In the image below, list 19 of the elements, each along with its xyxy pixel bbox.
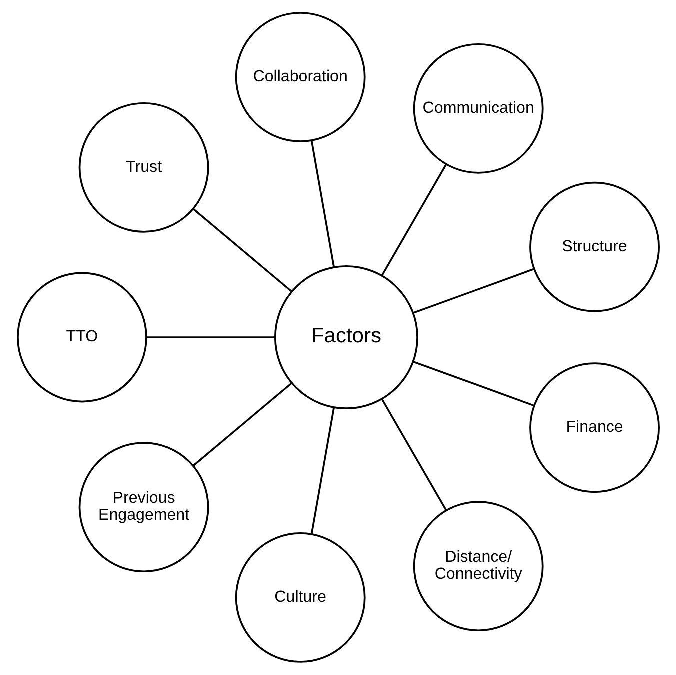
connector: [192, 208, 292, 292]
node-circle: Finance: [529, 362, 660, 494]
connector: [412, 268, 534, 314]
node-circle: Previous Engagement: [78, 442, 209, 573]
connector: [380, 164, 447, 276]
node-circle: Collaboration: [234, 12, 366, 142]
connector: [310, 140, 335, 268]
node-circle: Culture: [234, 532, 366, 663]
node-circle: Communication: [412, 43, 544, 174]
connector: [310, 407, 335, 534]
connector: [412, 360, 534, 407]
connector: [380, 398, 447, 512]
node-circle: Structure: [529, 182, 660, 312]
connector: [192, 382, 292, 467]
node-circle: Factors: [274, 266, 418, 410]
node-circle: TTO: [16, 272, 147, 403]
node-circle: Trust: [78, 102, 209, 233]
connector: [146, 336, 275, 338]
node-circle: Distance/Connectivity: [412, 501, 544, 632]
